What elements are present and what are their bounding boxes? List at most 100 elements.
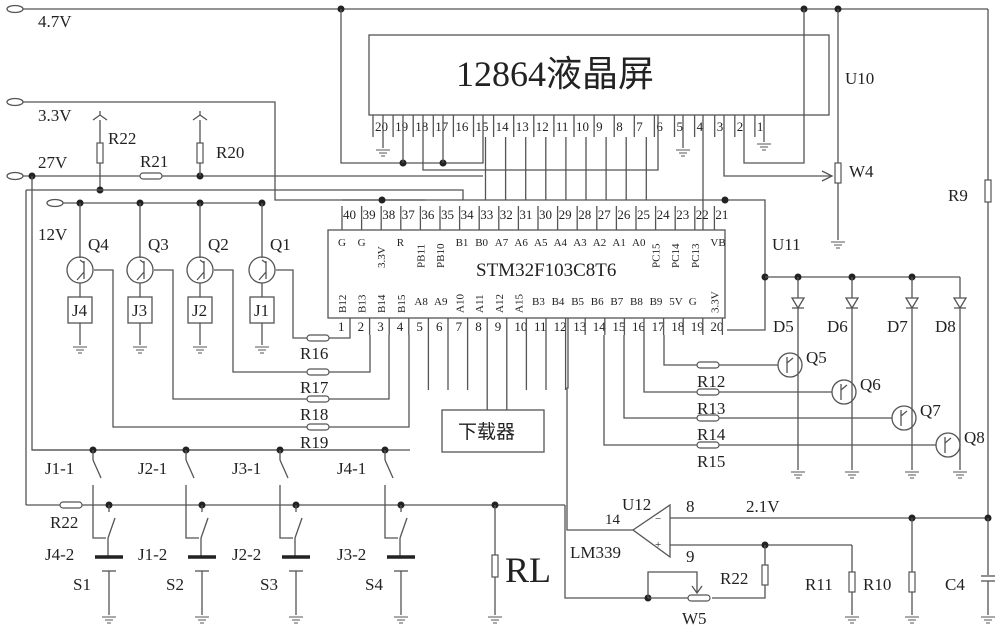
mcu-pin-number: 5 xyxy=(416,319,423,334)
switch-label: J3-1 xyxy=(232,459,261,478)
mcu-pin-number: 33 xyxy=(480,207,493,222)
mcu-pin-number: 3 xyxy=(377,319,384,334)
lcd-body xyxy=(368,34,830,116)
lcd-pin-number: 15 xyxy=(476,119,489,134)
rail-2v1-label: 2.1V xyxy=(746,497,780,516)
diode-icon xyxy=(790,297,806,310)
r11-label: R11 xyxy=(805,575,833,594)
diode-label: D6 xyxy=(827,317,848,336)
lcd-pin-number: 16 xyxy=(455,119,469,134)
mcu-pin-name: B0 xyxy=(475,237,488,249)
r19-label: R19 xyxy=(300,433,328,452)
transistor-symbol xyxy=(126,256,154,284)
mcu-pin-number: 25 xyxy=(637,207,650,222)
switch-contact xyxy=(92,459,102,479)
resistor-r14 xyxy=(696,414,720,422)
lcd-pin-number: 19 xyxy=(395,119,408,134)
mcu-pin-number: 28 xyxy=(578,207,591,222)
lcd-pin-number: 2 xyxy=(737,119,744,134)
mcu-pin-name: 3.3V xyxy=(376,246,388,268)
lcd-pin-number: 3 xyxy=(717,119,724,134)
downloader-label: 下载器 xyxy=(458,421,515,443)
mcu-pin-number: 35 xyxy=(441,207,454,222)
lcd-pin-number: 14 xyxy=(496,119,510,134)
mcu-pin-number: 18 xyxy=(671,319,684,334)
resistor-r22-left xyxy=(59,501,83,509)
transistor-label: Q4 xyxy=(88,235,109,254)
lcd-pin-number: 4 xyxy=(697,119,704,134)
r22-cmp-label: R22 xyxy=(720,569,748,588)
svg-text:−: − xyxy=(655,513,661,525)
resistor-r17 xyxy=(306,368,330,376)
mcu-pin-name: A1 xyxy=(612,237,625,249)
resistor-r12 xyxy=(696,361,720,369)
transistor-symbol xyxy=(935,432,961,458)
resistor-r22-cmp xyxy=(761,564,769,586)
mcu-part: STM32F103C8T6 xyxy=(476,260,616,281)
mcu-pin-number: 26 xyxy=(617,207,631,222)
mcu-pin-number: 38 xyxy=(382,207,395,222)
transistor-label: Q5 xyxy=(806,348,827,367)
mcu-pin-name: B14 xyxy=(376,294,388,313)
resistor-r22-top xyxy=(96,142,104,164)
switch-label: J3-2 xyxy=(337,545,366,564)
mcu-pin-number: 34 xyxy=(461,207,475,222)
diode-label: D8 xyxy=(935,317,956,336)
mcu-pin-number: 13 xyxy=(573,319,586,334)
relay-label: J4 xyxy=(72,301,88,320)
mcu-pin-name: B3 xyxy=(532,296,545,308)
mcu: STM32F103C8T6 U11 40G39G383.3V37R36PB113… xyxy=(327,196,801,410)
battery-label: S1 xyxy=(73,575,91,594)
resistor-r15 xyxy=(696,441,720,449)
mcu-pin-name: B8 xyxy=(630,296,643,308)
mcu-pin-name: G xyxy=(689,296,697,308)
mcu-pin-name: B7 xyxy=(610,296,623,308)
relay-coil xyxy=(187,296,213,324)
r9-branch: R9 xyxy=(948,9,992,519)
rail-27v-label: 27V xyxy=(38,153,68,172)
mcu-pin-number: 12 xyxy=(554,319,567,334)
mcu-pin-number: 9 xyxy=(495,319,502,334)
resistor-r21 xyxy=(139,172,163,180)
mcu-pin-name: A11 xyxy=(474,294,486,313)
resistor-r19 xyxy=(306,423,330,431)
mcu-pin-name: A10 xyxy=(455,294,467,313)
comparator-pin-neg: 8 xyxy=(686,497,695,516)
rl-label: RL xyxy=(505,550,551,590)
switch-contact xyxy=(185,459,195,479)
mcu-pin-number: 37 xyxy=(402,207,416,222)
diode-icon xyxy=(952,297,968,310)
rail-3v3-label: 3.3V xyxy=(38,106,72,125)
relay-coil xyxy=(67,296,93,324)
mcu-pin-name: PC14 xyxy=(670,243,682,268)
mcu-pin-number: 31 xyxy=(519,207,532,222)
switch-label: J1-1 xyxy=(45,459,74,478)
relay-label: J1 xyxy=(254,301,269,320)
mcu-pin-number: 30 xyxy=(539,207,552,222)
resistor-rl xyxy=(491,554,499,578)
mcu-pin-number: 23 xyxy=(676,207,689,222)
switch-contact xyxy=(200,517,209,539)
ground-icon xyxy=(905,471,919,479)
mcu-pin-name: G xyxy=(358,237,366,249)
rail-4v7-label: 4.7V xyxy=(38,12,72,31)
mcu-pin-name: PC13 xyxy=(690,243,702,268)
ground-icon xyxy=(289,616,303,624)
mcu-pin-name: 5V xyxy=(669,296,683,308)
switch-contact xyxy=(384,459,394,479)
rail-27v-port xyxy=(6,171,24,181)
resistor-r10 xyxy=(908,571,916,593)
mcu-pin-name: B5 xyxy=(571,296,584,308)
switch-contact xyxy=(107,517,116,539)
r21-label: R21 xyxy=(140,152,168,171)
lcd-ref: U10 xyxy=(845,69,874,88)
diode-label: D7 xyxy=(887,317,908,336)
mcu-pin-number: 21 xyxy=(715,207,728,222)
r14-label: R14 xyxy=(697,425,726,444)
diode-icon xyxy=(844,297,860,310)
mcu-pin-number: 17 xyxy=(652,319,666,334)
mcu-pin-name: B13 xyxy=(357,294,369,313)
lcd-pin-number: 9 xyxy=(596,119,603,134)
